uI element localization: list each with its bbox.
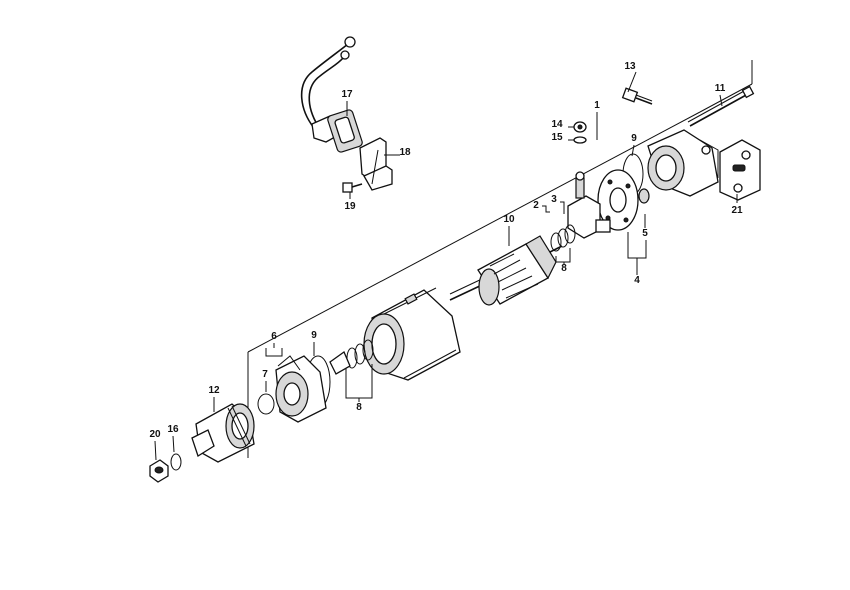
drive-clutch	[191, 403, 255, 463]
callout-c13: 13	[624, 61, 636, 72]
cover-plate	[719, 139, 761, 201]
yoke-housing	[363, 287, 461, 381]
callout-c5: 5	[642, 228, 648, 239]
callout-c16: 16	[167, 424, 179, 435]
rear-end-housing	[647, 129, 719, 197]
callout-c6: 6	[271, 331, 277, 342]
callout-c15: 15	[551, 132, 563, 143]
callout-c12: 12	[208, 385, 220, 396]
armature	[449, 235, 563, 306]
callout-c18: 18	[399, 147, 411, 158]
callout-c10: 10	[503, 214, 515, 225]
callout-c2: 2	[533, 200, 539, 211]
callout-c20: 20	[149, 429, 161, 440]
callout-c17: 17	[341, 89, 353, 100]
retaining-ring	[257, 393, 275, 415]
terminal-washer	[573, 136, 587, 144]
callout-c9a: 9	[311, 330, 317, 341]
callout-c21: 21	[731, 205, 743, 216]
thrust-washers-front	[329, 339, 374, 375]
relay-bracket	[359, 137, 393, 191]
through-bolt-13	[621, 87, 653, 105]
callout-c8b: 8	[561, 263, 567, 274]
callout-c14: 14	[551, 119, 563, 130]
callout-c11: 11	[715, 83, 726, 94]
thrust-washers-rear	[550, 224, 576, 252]
callout-c7: 7	[262, 369, 268, 380]
brush-holder	[567, 171, 611, 239]
callout-c3: 3	[551, 194, 557, 205]
callout-c19: 19	[344, 201, 356, 212]
long-bolt-11	[687, 85, 755, 127]
brush-plate	[597, 169, 650, 231]
callout-c4: 4	[634, 275, 640, 286]
solenoid-relay	[300, 36, 363, 153]
callout-c1: 1	[594, 100, 600, 111]
terminal-nut	[573, 121, 587, 133]
callout-c8a: 8	[356, 402, 362, 413]
stop-collar	[149, 459, 169, 483]
pinion-washer	[170, 453, 182, 471]
bracket-bolt	[342, 182, 363, 193]
front-end-housing	[275, 355, 327, 423]
leader-lines	[154, 71, 738, 461]
callout-c9b: 9	[631, 133, 637, 144]
